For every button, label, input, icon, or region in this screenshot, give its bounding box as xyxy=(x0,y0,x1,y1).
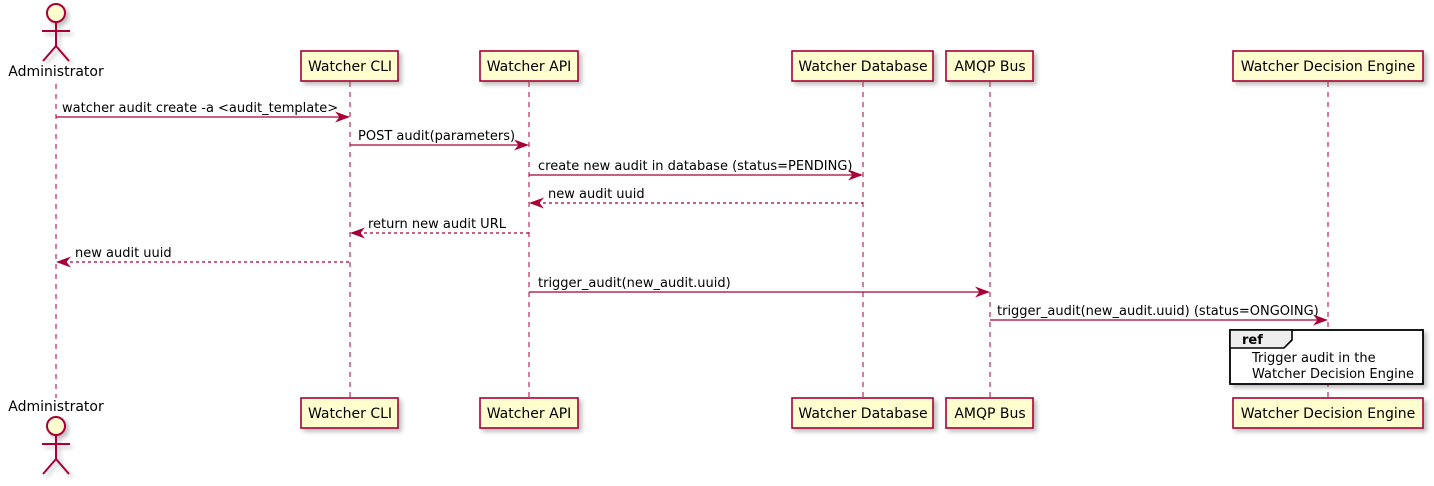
message-text: new audit uuid xyxy=(548,187,645,202)
message-text: POST audit(parameters) xyxy=(358,129,515,144)
actor-leg-right-icon xyxy=(55,458,70,475)
participant-box xyxy=(945,397,1034,429)
participant-watcher-api-top: Watcher API xyxy=(479,50,579,82)
actor-administrator-top xyxy=(42,3,70,62)
participant-watcher-decision-engine-bottom: Watcher Decision Engine xyxy=(1232,397,1424,429)
participant-label: Watcher Database xyxy=(798,406,927,422)
ref-keyword: ref xyxy=(1242,333,1263,348)
message-text: create new audit in database (status=PEN… xyxy=(538,159,853,174)
participant-box xyxy=(479,397,579,429)
participant-amqp-bus-bottom: AMQP Bus xyxy=(945,397,1034,429)
message-text: watcher audit create -a <audit_template> xyxy=(62,101,338,116)
arrowhead-right-icon xyxy=(335,111,350,123)
arrowhead-left-icon xyxy=(56,256,71,268)
participant-watcher-api-bottom: Watcher API xyxy=(479,397,579,429)
participant-label: AMQP Bus xyxy=(954,59,1025,75)
actor-administrator-bottom xyxy=(42,416,70,475)
message-text: trigger_audit(new_audit.uuid) xyxy=(538,276,731,291)
message-trigger-audit: trigger_audit(new_audit.uuid) xyxy=(529,276,990,298)
participant-watcher-cli-top: Watcher CLI xyxy=(300,50,399,82)
participant-box xyxy=(300,397,399,429)
actor-leg-left-icon xyxy=(42,45,57,62)
arrowhead-right-icon xyxy=(514,139,529,151)
actor-head-icon xyxy=(46,416,66,436)
participant-box xyxy=(479,50,579,82)
message-text: new audit uuid xyxy=(75,246,172,261)
participant-box xyxy=(945,50,1034,82)
arrowhead-right-icon xyxy=(975,286,990,298)
message-post-audit: POST audit(parameters) xyxy=(350,129,529,151)
participant-label: Watcher Decision Engine xyxy=(1241,59,1415,75)
participant-label: Watcher CLI xyxy=(308,59,392,75)
participant-label: Watcher API xyxy=(487,406,572,422)
message-trigger-audit-ongoing: trigger_audit(new_audit.uuid) (status=ON… xyxy=(990,304,1328,326)
participant-watcher-database-bottom: Watcher Database xyxy=(791,397,934,429)
participant-label: Watcher Decision Engine xyxy=(1241,406,1415,422)
ref-fragment: ref Trigger audit in the Watcher Decisio… xyxy=(1229,329,1424,385)
participant-amqp-bus-top: AMQP Bus xyxy=(945,50,1034,82)
arrowhead-right-icon xyxy=(848,169,863,181)
message-new-audit-uuid-reply-cli: new audit uuid xyxy=(56,246,350,268)
message-text: trigger_audit(new_audit.uuid) (status=ON… xyxy=(997,304,1319,319)
participant-box xyxy=(1232,397,1424,429)
ref-tab xyxy=(1229,329,1293,349)
actor-label-bottom: Administrator xyxy=(8,399,104,415)
message-return-new-audit-url: return new audit URL xyxy=(350,217,529,239)
actor-leg-left-icon xyxy=(42,458,57,475)
participant-box xyxy=(1232,50,1424,82)
arrowhead-left-icon xyxy=(350,227,365,239)
participant-watcher-database-top: Watcher Database xyxy=(791,50,934,82)
participant-label: AMQP Bus xyxy=(954,406,1025,422)
message-create-new-audit: create new audit in database (status=PEN… xyxy=(529,159,863,181)
arrowhead-left-icon xyxy=(529,197,544,209)
message-watcher-audit-create: watcher audit create -a <audit_template> xyxy=(56,101,350,123)
participant-watcher-cli-bottom: Watcher CLI xyxy=(300,397,399,429)
arrowhead-right-icon xyxy=(1313,314,1328,326)
message-text: return new audit URL xyxy=(368,217,507,232)
participant-watcher-decision-engine-top: Watcher Decision Engine xyxy=(1232,50,1424,82)
participant-box xyxy=(791,397,934,429)
message-new-audit-uuid-reply-db: new audit uuid xyxy=(529,187,863,209)
ref-text-line-1: Trigger audit in the xyxy=(1251,351,1376,366)
actor-leg-right-icon xyxy=(55,45,70,62)
actor-label-top: Administrator xyxy=(8,64,104,80)
participant-box xyxy=(300,50,399,82)
participant-label: Watcher CLI xyxy=(308,406,392,422)
actor-head-icon xyxy=(46,3,66,23)
participant-label: Watcher Database xyxy=(798,59,927,75)
participant-box xyxy=(791,50,934,82)
participant-label: Watcher API xyxy=(487,59,572,75)
ref-text-line-2: Watcher Decision Engine xyxy=(1252,367,1414,382)
